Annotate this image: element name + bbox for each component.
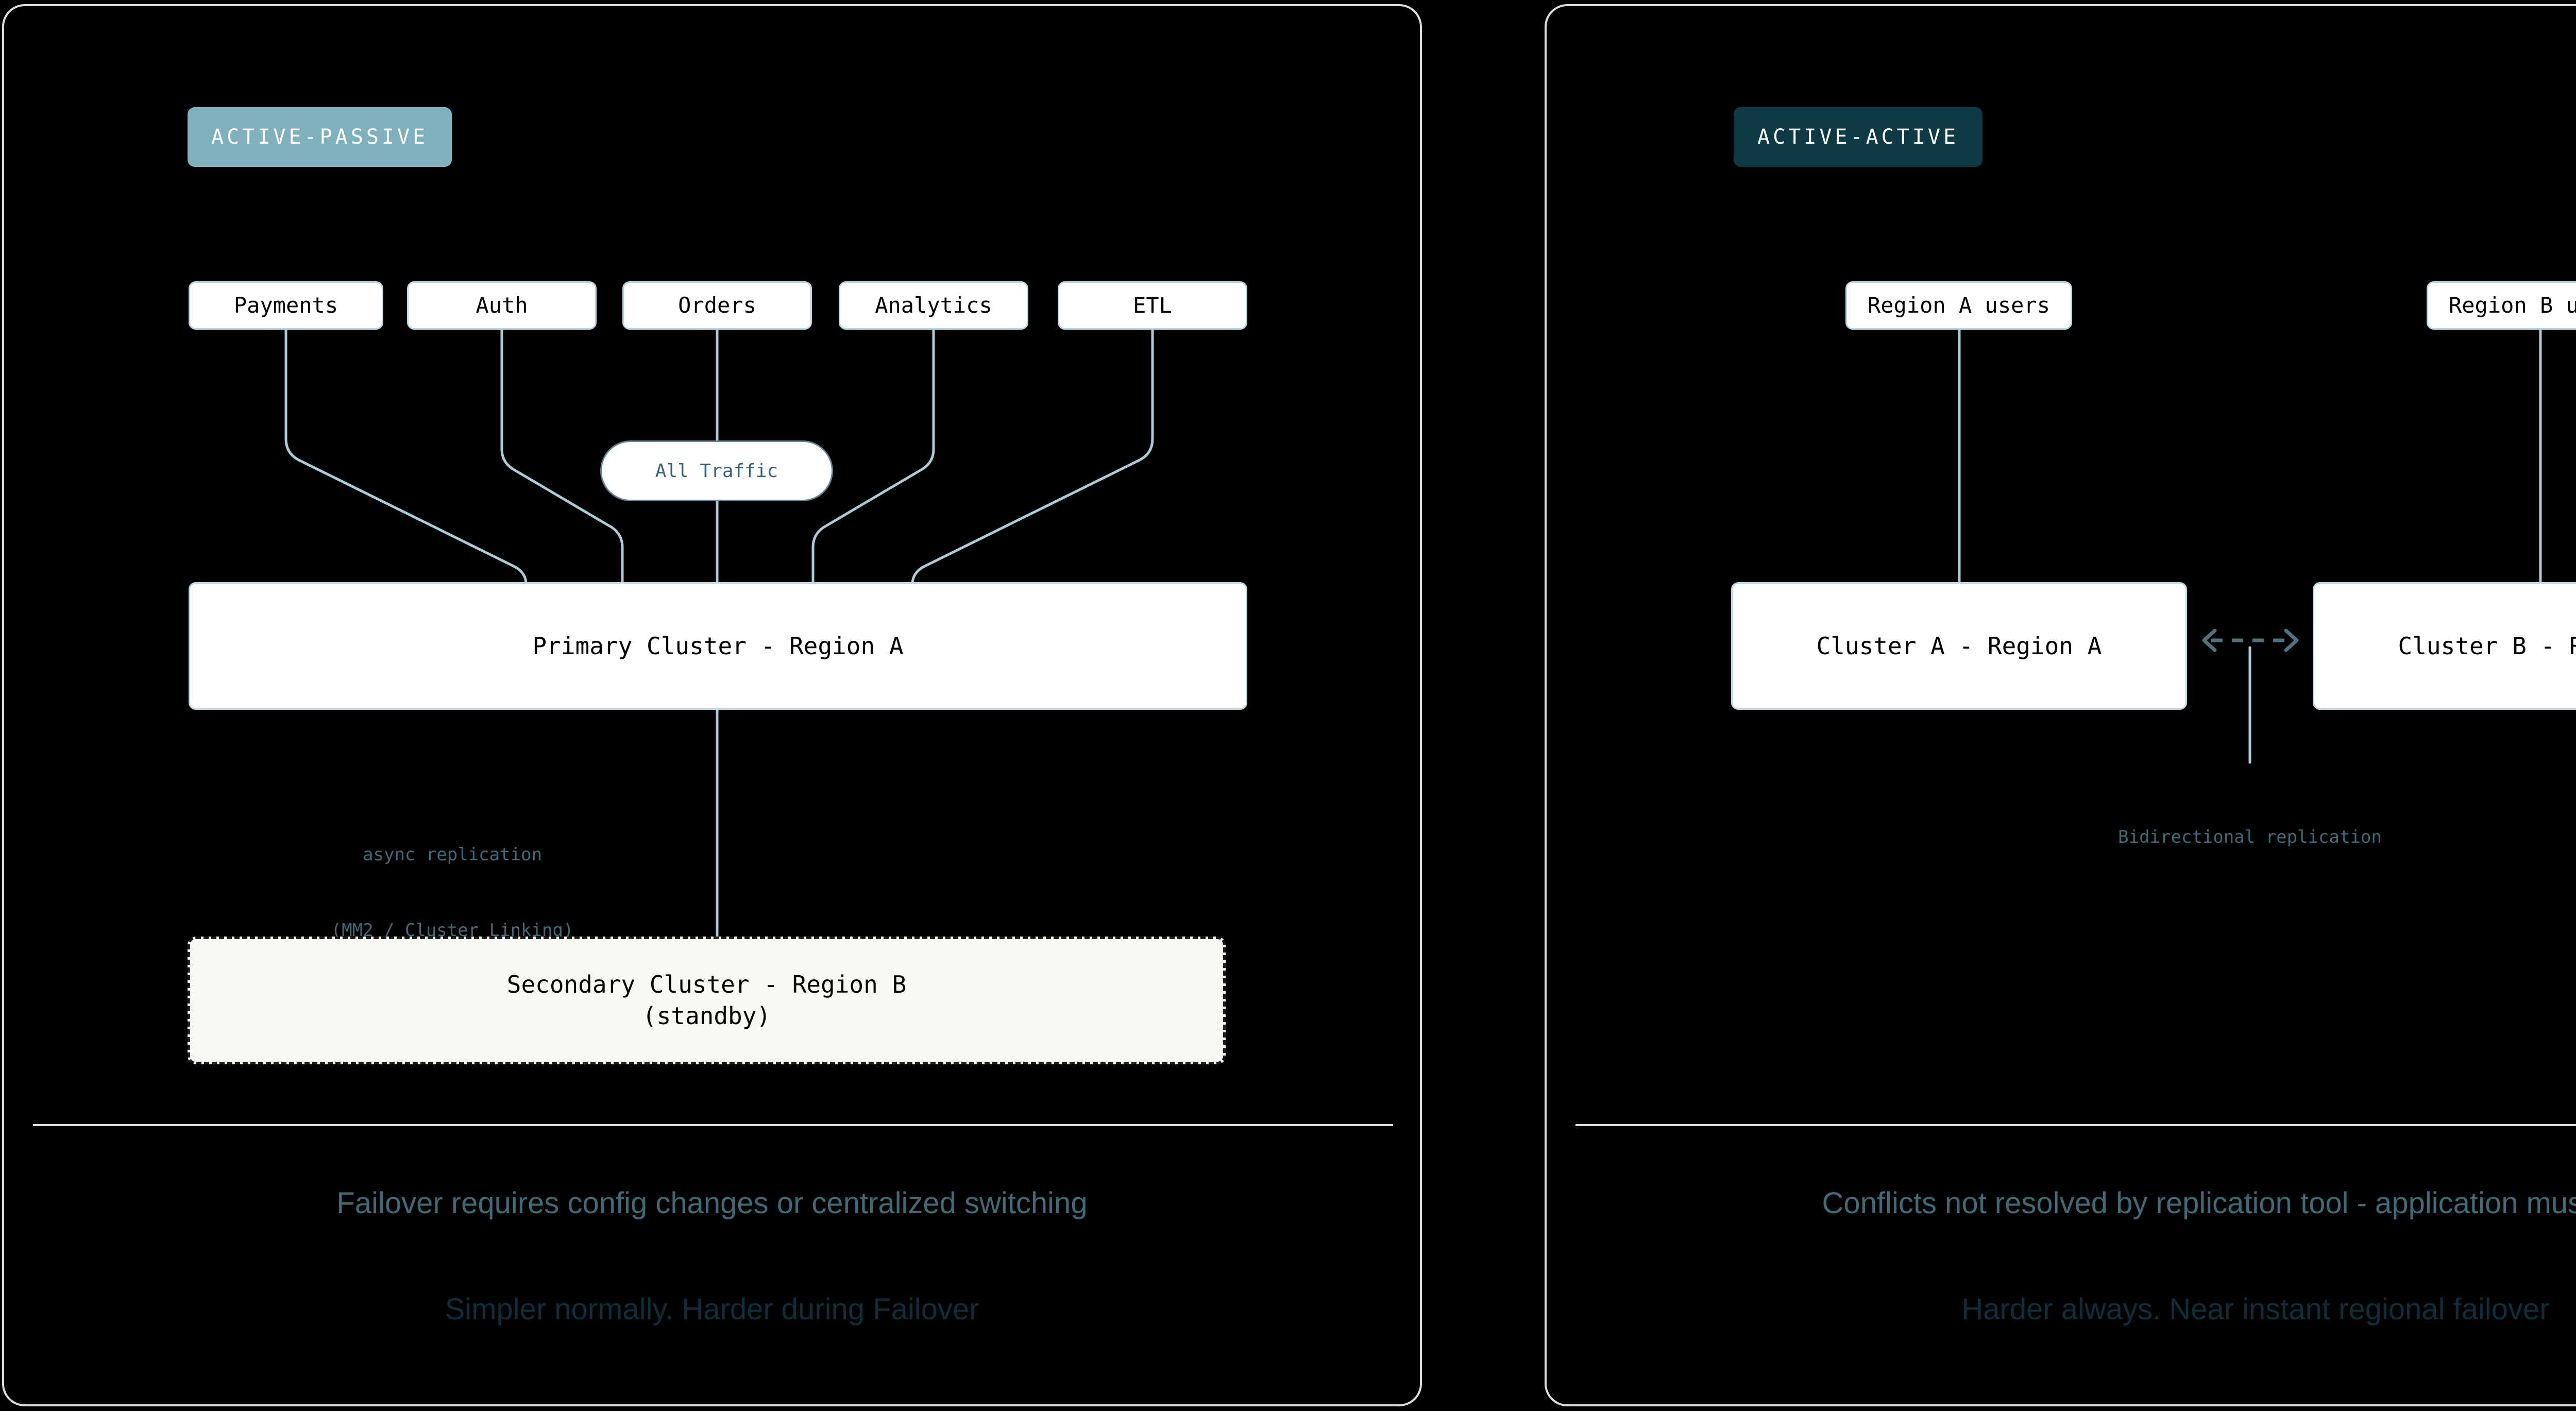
node-producer-auth[interactable]: Auth xyxy=(407,281,597,330)
badge-active-passive: ACTIVE-PASSIVE xyxy=(188,107,452,167)
footer-note: Failover requires config changes or cent… xyxy=(336,1186,1088,1220)
node-label: Cluster A - Region A xyxy=(1816,632,2102,660)
node-region-a-users[interactable]: Region A users xyxy=(1845,281,2072,330)
node-label-primary: Secondary Cluster - Region B xyxy=(506,971,907,999)
pill-label: All Traffic xyxy=(655,460,778,482)
node-producer-orders[interactable]: Orders xyxy=(622,281,812,330)
node-cluster-b-region-b[interactable]: Cluster B - Region B xyxy=(2313,582,2576,710)
node-label: Analytics xyxy=(875,293,992,318)
footer-verdict: Harder always. Near instant regional fai… xyxy=(1961,1293,2550,1326)
panel-active-active: ACTIVE-ACTIVE Region A users Region B us xyxy=(1545,4,2576,1406)
footer-divider xyxy=(33,1124,1393,1126)
node-producer-analytics[interactable]: Analytics xyxy=(839,281,1028,330)
panel-active-passive: ACTIVE-PASSIVE Payments Auth xyxy=(2,4,1422,1406)
label-line-1: Bidirectional replication xyxy=(2118,826,2382,847)
node-label: Orders xyxy=(678,293,756,318)
node-cluster-a-region-a[interactable]: Cluster A - Region A xyxy=(1731,582,2187,710)
pill-all-traffic: All Traffic xyxy=(600,440,833,501)
label-line-1: async replication xyxy=(363,844,542,865)
node-label: Primary Cluster - Region A xyxy=(532,632,904,660)
arrow-bidirectional-replication xyxy=(2202,628,2299,652)
node-label: Auth xyxy=(476,293,528,318)
node-label: Region A users xyxy=(1867,293,2050,318)
node-label: Region B users xyxy=(2448,293,2576,318)
node-label: Cluster B - Region B xyxy=(2398,632,2576,660)
node-primary-cluster[interactable]: Primary Cluster - Region A xyxy=(189,582,1247,710)
node-label: ETL xyxy=(1133,293,1172,318)
node-label-secondary: (standby) xyxy=(642,1002,771,1030)
node-region-b-users[interactable]: Region B users xyxy=(2427,281,2576,330)
footer-note: Conflicts not resolved by replication to… xyxy=(1822,1186,2576,1220)
footer-verdict: Simpler normally. Harder during Failover xyxy=(445,1293,979,1326)
node-producer-etl[interactable]: ETL xyxy=(1058,281,1247,330)
node-producer-payments[interactable]: Payments xyxy=(189,281,383,330)
node-secondary-cluster-standby[interactable]: Secondary Cluster - Region B (standby) xyxy=(188,937,1226,1064)
label-bidirectional-replication: Bidirectional replication xyxy=(1992,774,2507,900)
badge-active-active: ACTIVE-ACTIVE xyxy=(1734,107,1983,167)
node-label: Payments xyxy=(233,293,338,318)
footer-divider xyxy=(1575,1124,2576,1126)
